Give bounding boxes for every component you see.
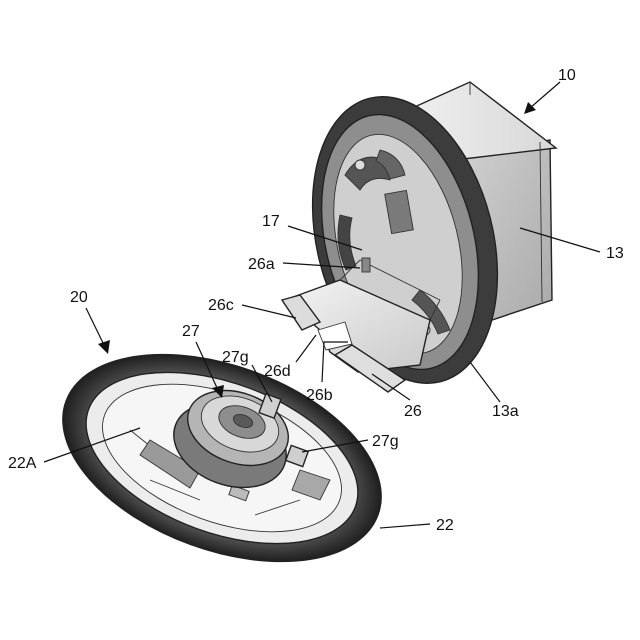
label-20: 20 xyxy=(70,289,88,306)
label-26b: 26b xyxy=(306,387,333,404)
label-26a: 26a xyxy=(248,256,275,273)
label-13: 13 xyxy=(606,245,624,262)
label-26c: 26c xyxy=(208,297,234,314)
label-27g-right: 27g xyxy=(372,433,399,450)
label-10: 10 xyxy=(558,67,576,84)
label-17: 17 xyxy=(262,213,280,230)
label-27g-top: 27g xyxy=(222,349,249,366)
label-26d: 26d xyxy=(264,363,291,380)
label-13a: 13a xyxy=(492,403,519,420)
label-22A: 22A xyxy=(8,455,37,472)
label-22: 22 xyxy=(436,517,454,534)
label-27: 27 xyxy=(182,323,200,340)
label-26: 26 xyxy=(404,403,422,420)
